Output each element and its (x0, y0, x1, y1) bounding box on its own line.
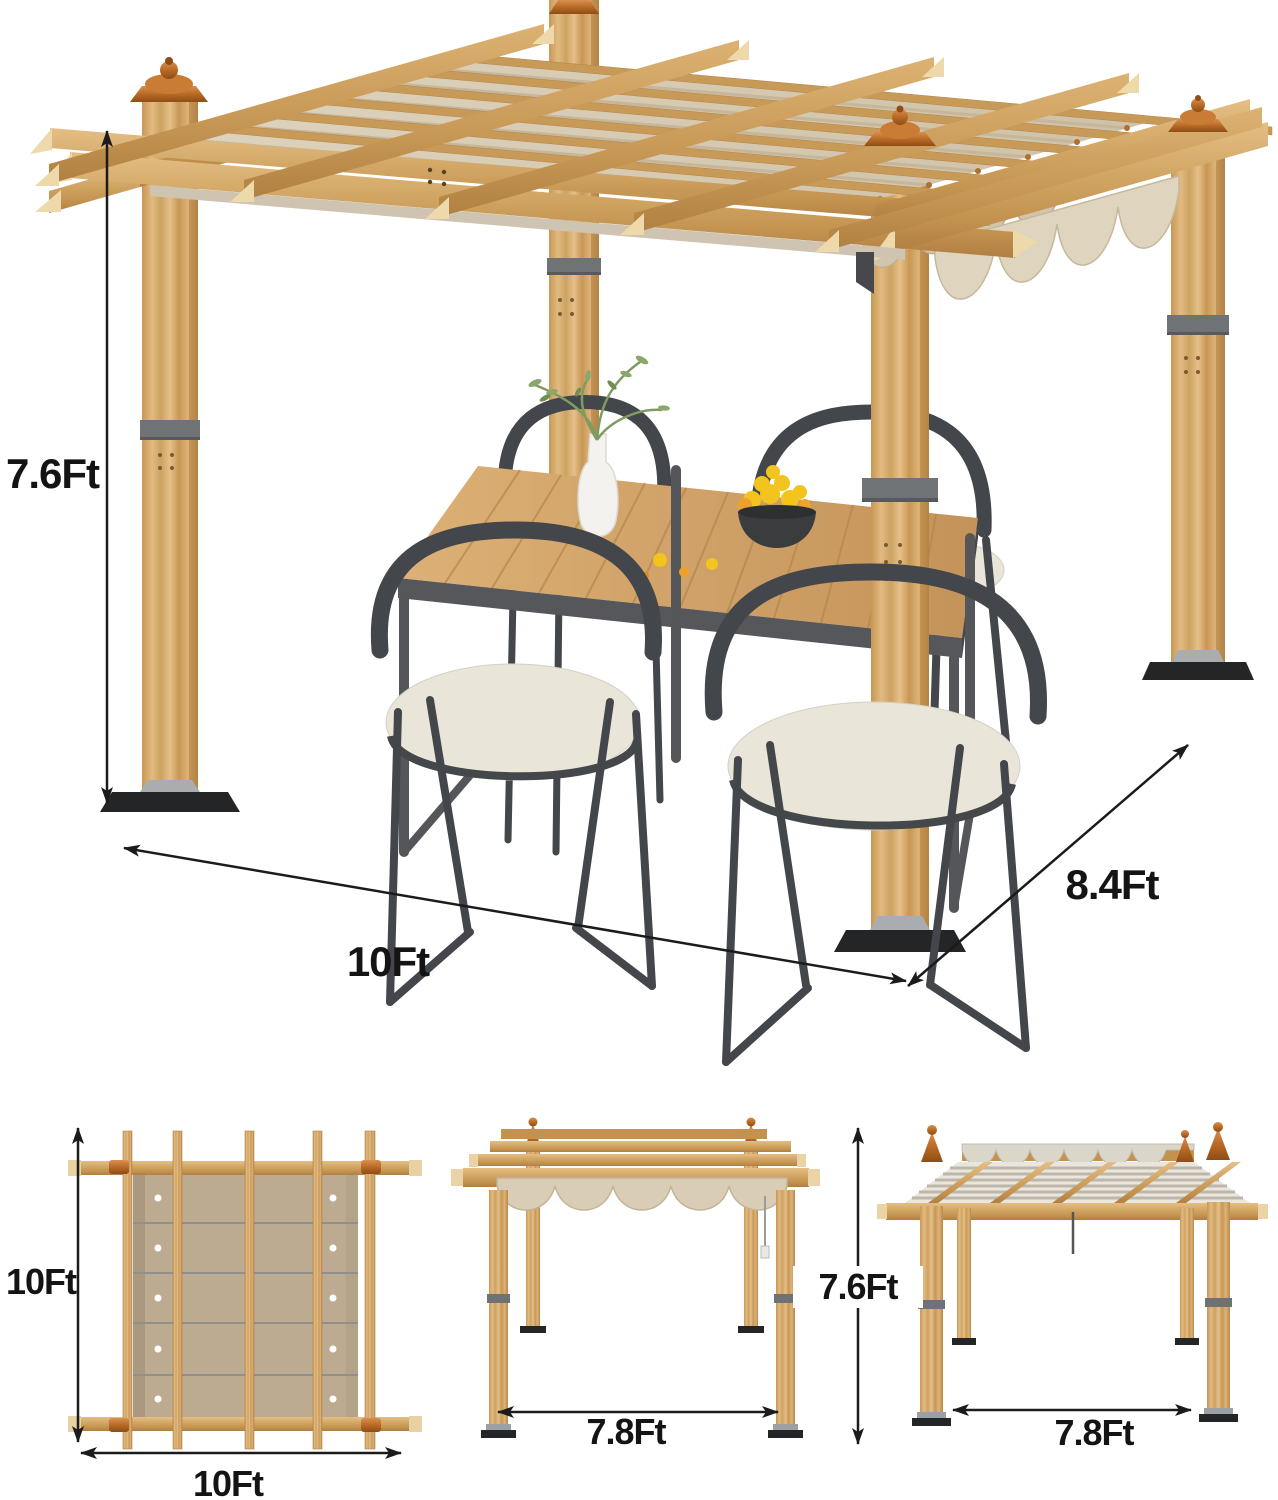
finial-front-left (130, 57, 208, 102)
roof-rafters (35, 24, 1262, 252)
top-view-height-label: 10Ft (5, 1261, 77, 1302)
roof-soffit (150, 185, 905, 260)
top-view-arrows (72, 1127, 402, 1459)
post-base-plate (834, 930, 966, 952)
post-metal-band (547, 258, 601, 274)
side-view-retracted-canopy (961, 1143, 1195, 1167)
top-view-rafters (122, 1130, 376, 1450)
front-view-width-label: 7.8Ft (586, 1411, 666, 1452)
side-view-width-label: 7.8Ft (1054, 1412, 1134, 1453)
vase-with-greenery (528, 355, 670, 538)
main-pergola-view (30, 0, 1273, 1066)
side-view-posts (912, 1202, 1238, 1426)
front-view-height-label: 7.6Ft (793, 1266, 923, 1308)
post-base-plate (1142, 662, 1254, 680)
top-view-post-caps (109, 1160, 381, 1432)
canopy-pull-bracket (856, 252, 874, 294)
post-base-plate (100, 792, 240, 812)
front-left-post (100, 102, 240, 812)
side-view-rafters (928, 1162, 1241, 1203)
main-height-label: 7.6Ft (5, 450, 100, 497)
width-arrow (123, 844, 907, 985)
main-width-label: 10Ft (346, 938, 430, 985)
side-view-roof (877, 1122, 1268, 1254)
top-view-width-label: 10Ft (192, 1463, 264, 1500)
front-view (451, 1117, 864, 1445)
post-metal-band (1167, 315, 1229, 335)
main-depth-label: 8.4Ft (1065, 861, 1159, 908)
fruit-bowl (738, 465, 816, 548)
pergola-roof (30, 24, 1273, 300)
side-view (877, 1122, 1268, 1426)
post-metal-band (140, 420, 200, 440)
finial-back-left (549, 0, 599, 14)
top-view (68, 1127, 422, 1459)
finial-front-right (864, 105, 936, 146)
post-finials (130, 0, 1228, 146)
main-dimension-arrows (101, 130, 1189, 987)
depth-arrow (907, 744, 1189, 987)
dining-table (398, 465, 978, 913)
finial-back-right (1168, 95, 1228, 132)
front-view-front-posts (481, 1190, 803, 1438)
back-right-post (1142, 132, 1254, 680)
front-view-canopy-scallops (496, 1177, 788, 1211)
table-top (398, 466, 978, 638)
front-view-roof (451, 1129, 820, 1259)
